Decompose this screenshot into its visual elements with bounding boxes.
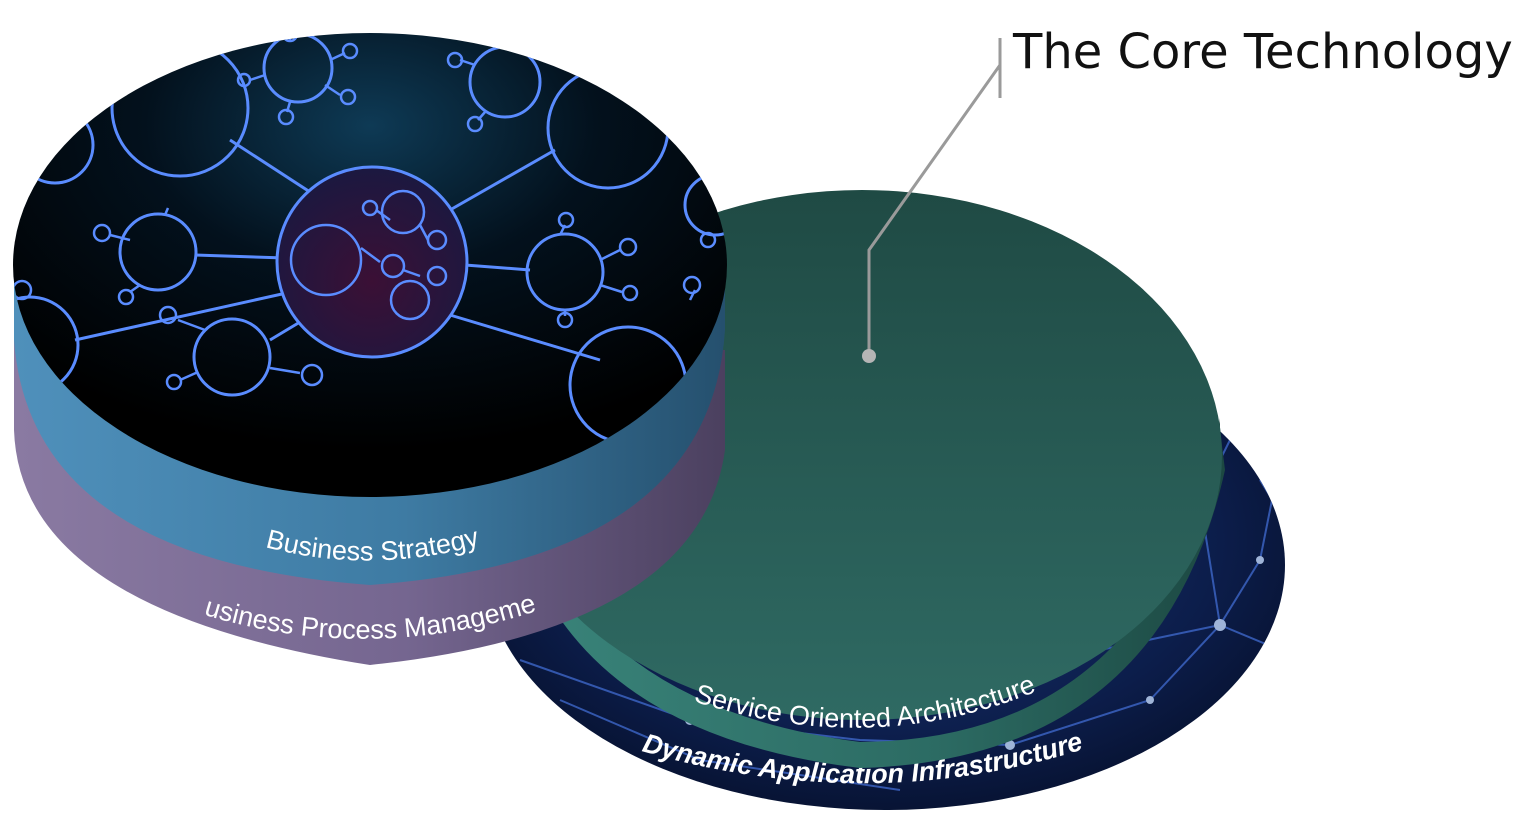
callout-leader-line [867,64,1002,356]
core-technology-callout: The Core Technology [862,24,1513,363]
callout-anchor-dot [862,349,876,363]
core-technology-title: The Core Technology [1012,24,1513,80]
top-disk-surface [13,33,727,497]
network-hub [275,165,469,359]
